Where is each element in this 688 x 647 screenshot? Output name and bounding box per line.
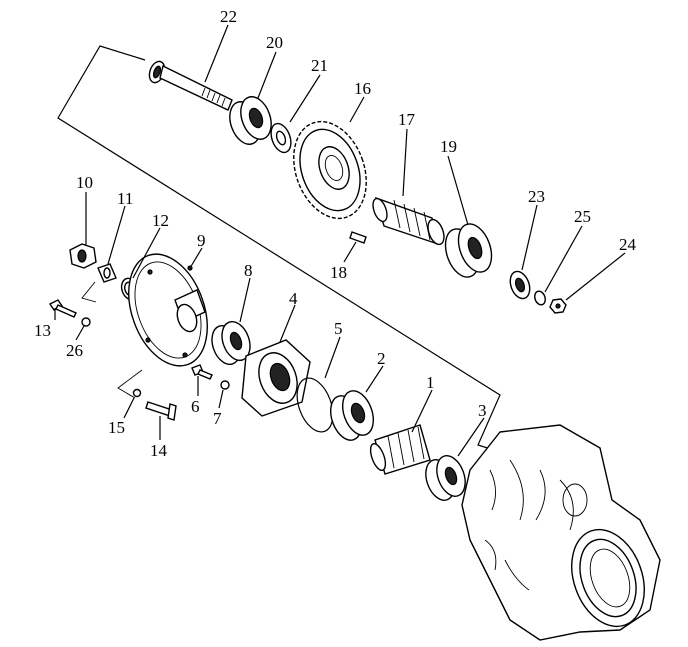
part-22-bolt: [148, 60, 233, 111]
callout-4: 4: [289, 289, 298, 308]
housing: [461, 424, 661, 641]
part-1-pinion: [369, 424, 431, 475]
part-17-pinion-shaft: [372, 196, 445, 246]
callout-19: 19: [440, 137, 457, 156]
part-3-bearing: [425, 455, 466, 501]
callout-24: 24: [619, 235, 637, 254]
part-9-cover-plate: [128, 253, 208, 367]
callout-20: 20: [266, 33, 283, 52]
callout-6: 6: [191, 397, 200, 416]
callout-2: 2: [377, 349, 386, 368]
part-11-lock-washer: [97, 263, 117, 283]
callout-23: 23: [528, 187, 545, 206]
callout-18: 18: [330, 263, 347, 282]
callout-10: 10: [76, 173, 93, 192]
part-16-gear: [293, 120, 367, 220]
part-14-bolt: [145, 401, 177, 421]
bracket-9-15: [117, 369, 143, 399]
part-13-bolt: [48, 299, 77, 318]
callout-7: 7: [213, 409, 222, 428]
part-25-washer: [534, 290, 546, 306]
callout-13: 13: [34, 321, 51, 340]
callout-15: 15: [108, 418, 125, 437]
part-8-bearing: [211, 320, 251, 366]
callout-16: 16: [354, 79, 371, 98]
callout-17: 17: [398, 110, 416, 129]
bracket-10-13: [81, 281, 97, 303]
callout-1: 1: [426, 373, 435, 392]
callout-8: 8: [244, 261, 253, 280]
callout-labels: 22 20 21 16 17 19 23 25 24 18 10 11 12 9…: [34, 7, 637, 460]
callout-12: 12: [152, 211, 169, 230]
callout-25: 25: [574, 207, 591, 226]
leader-lines: [54, 24, 626, 457]
part-5-o-ring: [296, 377, 334, 433]
part-21-washer: [270, 122, 292, 154]
callout-22: 22: [220, 7, 237, 26]
callout-3: 3: [478, 401, 487, 420]
callout-26: 26: [66, 341, 83, 360]
part-2-bearing: [329, 390, 375, 441]
part-15-washer: [132, 388, 142, 398]
callout-9: 9: [197, 231, 206, 250]
callout-11: 11: [117, 189, 133, 208]
callout-5: 5: [334, 319, 343, 338]
part-20-bearing: [229, 96, 272, 145]
part-23-bearing: [509, 270, 531, 300]
callout-14: 14: [150, 441, 168, 460]
part-6-bolt: [191, 364, 213, 380]
part-4-bearing-housing: [241, 339, 311, 417]
part-26-washer: [81, 317, 91, 327]
part-18-key: [349, 231, 367, 244]
part-7-washer: [220, 380, 230, 390]
part-10-nut: [69, 243, 97, 269]
part-19-bearing: [444, 223, 493, 278]
callout-21: 21: [311, 56, 328, 75]
assembly-bracket-line: [57, 45, 501, 453]
part-24-nut: [549, 298, 567, 314]
